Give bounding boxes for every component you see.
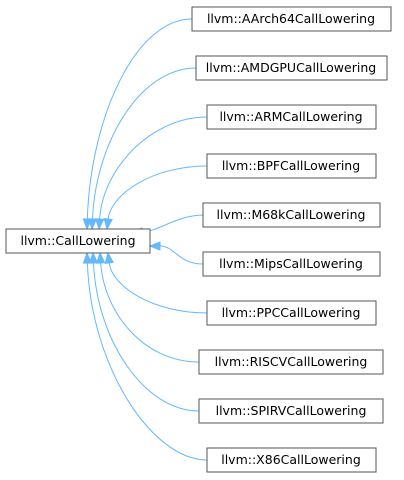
derived-class-node-spirv[interactable]: llvm::SPIRVCallLowering [198,398,384,424]
inheritance-edge-ppc [104,251,208,314]
inheritance-edge-aarch64 [82,18,193,231]
arrowhead-icon [104,251,114,264]
derived-class-node-mips[interactable]: llvm::MipsCallLowering [202,251,381,277]
derived-class-label: llvm::X86CallLowering [221,452,361,467]
derived-class-node-bpf[interactable]: llvm::BPFCallLowering [206,153,377,179]
arrowhead-icon [94,218,105,231]
inheritance-edge-mips [148,241,204,265]
derived-class-node-riscv[interactable]: llvm::RISCVCallLowering [198,349,384,375]
derived-class-label: llvm::RISCVCallLowering [215,354,368,369]
base-class-label: llvm::CallLowering [20,233,135,248]
inheritance-edge-bpf [103,165,208,231]
derived-class-label: llvm::PPCCallLowering [222,305,361,320]
inheritance-edge-x86 [82,251,208,461]
derived-class-label: llvm::MipsCallLowering [219,256,363,271]
inheritance-edge-spirv [88,251,200,412]
inheritance-edge-amdgpu [87,67,197,231]
arrowhead-icon [95,251,106,264]
derived-class-node-x86[interactable]: llvm::X86CallLowering [206,447,377,473]
derived-class-label: llvm::AArch64CallLowering [207,11,375,26]
arrowhead-icon [88,251,99,264]
derived-class-nodes: llvm::AArch64CallLoweringllvm::AMDGPUCal… [191,6,392,473]
base-class-node[interactable]: llvm::CallLowering [5,228,151,254]
derived-class-node-ppc[interactable]: llvm::PPCCallLowering [206,300,377,326]
arrowhead-icon [82,251,93,264]
derived-class-node-m68k[interactable]: llvm::M68kCallLowering [202,202,381,228]
derived-class-label: llvm::AMDGPUCallLowering [206,60,376,75]
derived-class-label: llvm::ARMCallLowering [219,109,362,124]
derived-class-label: llvm::BPFCallLowering [222,158,360,173]
inheritance-edge-arm [94,116,208,231]
arrowhead-icon [148,241,161,251]
derived-class-label: llvm::M68kCallLowering [217,207,366,222]
arrowhead-icon [87,218,98,231]
inheritance-edge-riscv [95,251,200,363]
derived-class-label: llvm::SPIRVCallLowering [216,403,367,418]
derived-class-node-arm[interactable]: llvm::ARMCallLowering [206,104,377,130]
derived-class-node-aarch64[interactable]: llvm::AArch64CallLowering [191,6,392,32]
arrowhead-icon [103,218,113,231]
derived-class-node-amdgpu[interactable]: llvm::AMDGPUCallLowering [195,55,388,81]
